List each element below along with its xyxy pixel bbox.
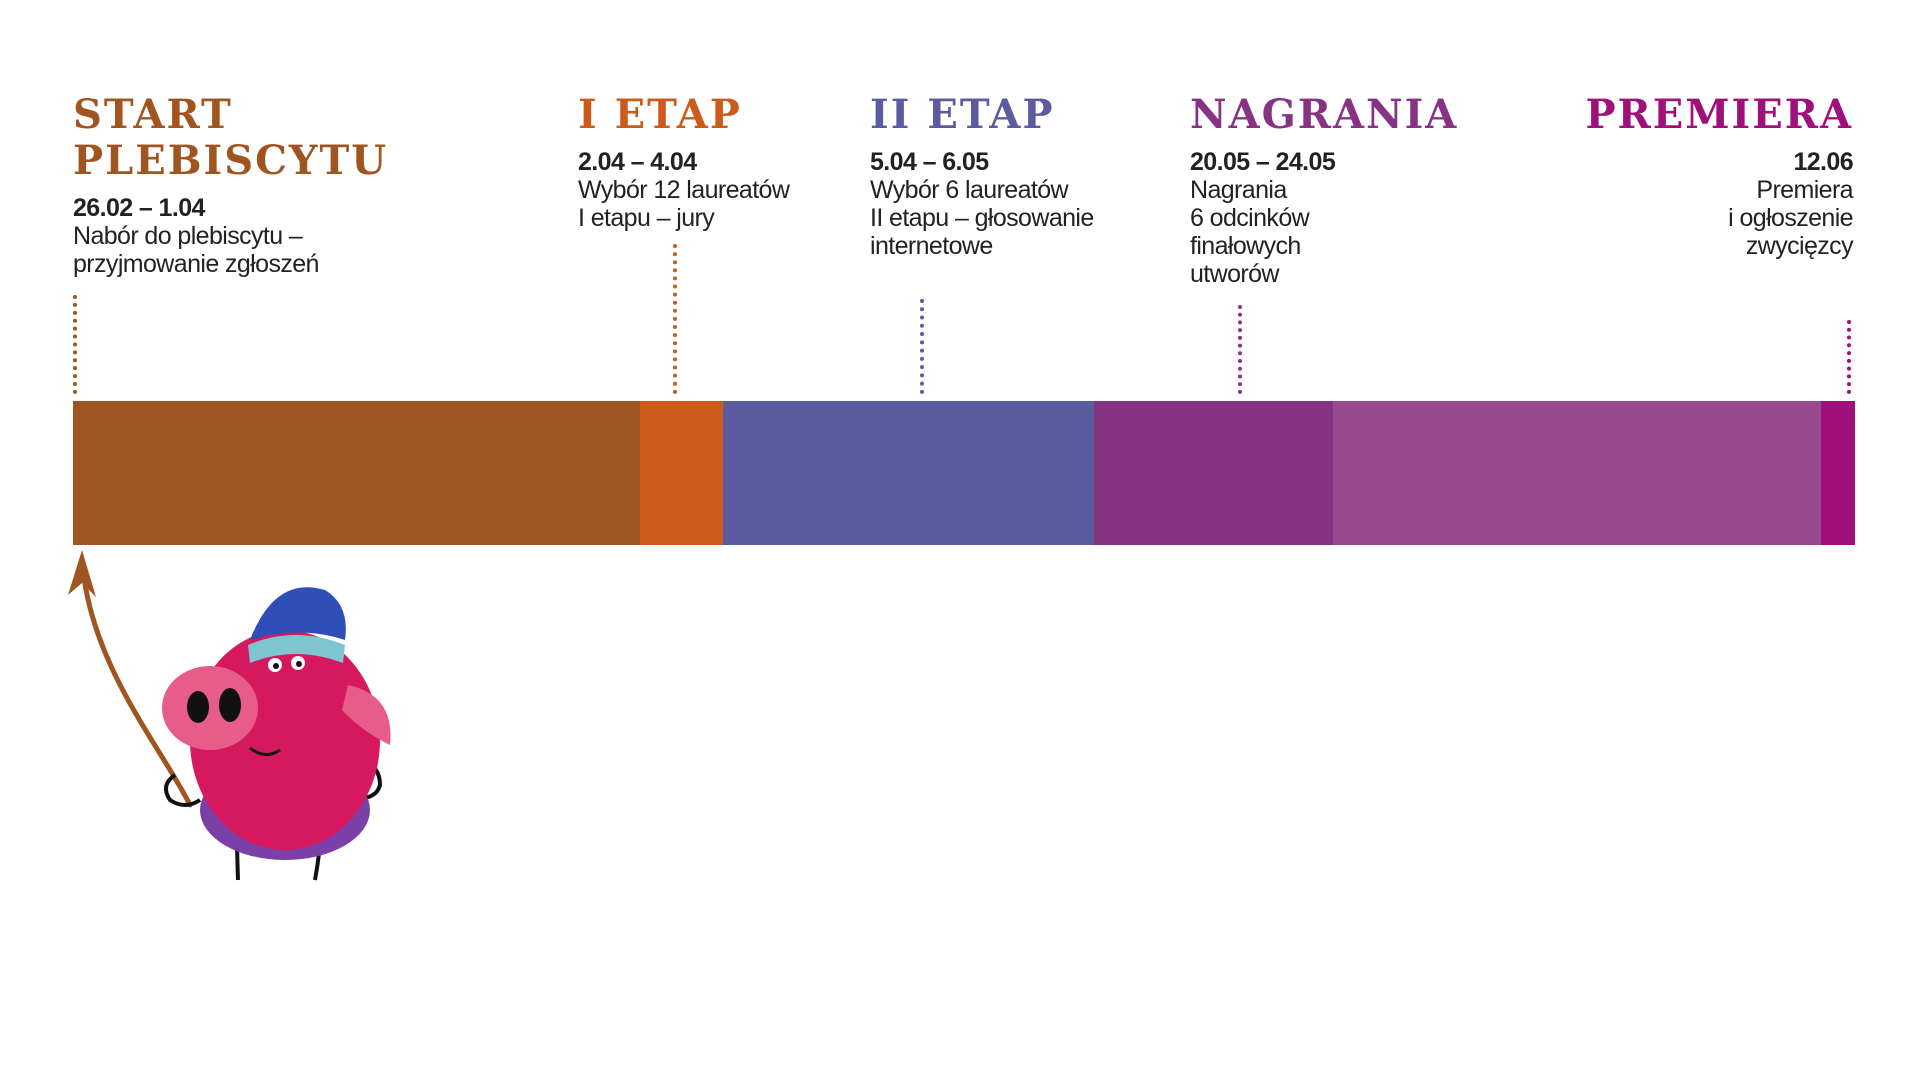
dotted-connector-premiera bbox=[1847, 320, 1851, 394]
timeline-segment-4 bbox=[1094, 401, 1333, 545]
desc-line: Nagrania bbox=[1190, 176, 1287, 204]
desc-line: finałowych bbox=[1190, 232, 1301, 260]
desc-line: internetowe bbox=[870, 232, 993, 260]
desc-line: i ogłoszenie bbox=[1728, 204, 1853, 232]
stage-date: 2.04 – 4.04 bbox=[578, 148, 697, 176]
stage-title: NAGRANIA bbox=[1190, 92, 1458, 138]
title-line: I ETAP bbox=[578, 91, 742, 138]
dotted-connector-ii-etap bbox=[920, 299, 924, 394]
stage-date: 12.06 bbox=[1793, 148, 1853, 176]
dotted-connector-start bbox=[73, 295, 77, 394]
desc-line: Nabór do plebiscytu – bbox=[73, 222, 303, 250]
stage-description: Wybór 6 laureatów II etapu – głosowanie … bbox=[870, 176, 1094, 260]
stage-title: START PLEBISCYTU bbox=[73, 92, 388, 184]
pig-mascot bbox=[68, 550, 391, 881]
stage-date: 5.04 – 6.05 bbox=[870, 148, 989, 176]
desc-line: I etapu – jury bbox=[578, 204, 715, 232]
timeline-segment-3 bbox=[723, 401, 1094, 545]
desc-line: Wybór 12 laureatów bbox=[578, 176, 790, 204]
title-line: START bbox=[73, 91, 233, 138]
stage-title: I ETAP bbox=[578, 92, 789, 138]
stage-description: Wybór 12 laureatów I etapu – jury bbox=[578, 176, 790, 232]
timeline-segment-6 bbox=[1821, 401, 1855, 545]
desc-line: zwycięzcy bbox=[1745, 232, 1854, 260]
stage-i-etap: I ETAP 2.04 – 4.04 Wybór 12 laureatów I … bbox=[578, 92, 790, 233]
desc-line: Premiera bbox=[1756, 176, 1853, 204]
timeline-segment-2 bbox=[640, 401, 723, 545]
stage-date: 26.02 – 1.04 bbox=[73, 194, 205, 222]
desc-line: przyjmowanie zgłoszeń bbox=[73, 250, 319, 278]
title-line: PLEBISCYTU bbox=[73, 137, 389, 184]
title-line: II ETAP bbox=[870, 91, 1055, 138]
stage-premiera: PREMIERA 12.06 Premiera i ogłoszenie zwy… bbox=[1585, 92, 1853, 261]
stage-ii-etap: II ETAP 5.04 – 6.05 Wybór 6 laureatów II… bbox=[870, 92, 1094, 261]
desc-line: II etapu – głosowanie bbox=[870, 204, 1094, 232]
desc-line: 6 odcinków bbox=[1190, 204, 1310, 232]
stage-start: START PLEBISCYTU 26.02 – 1.04 Nabór do p… bbox=[73, 92, 388, 279]
title-line: PREMIERA bbox=[1585, 91, 1853, 138]
timeline-segment-5 bbox=[1333, 401, 1821, 545]
timeline-segment-1 bbox=[73, 401, 640, 545]
dotted-connector-nagrania bbox=[1238, 305, 1242, 394]
stage-description: Nagrania 6 odcinków finałowych utworów bbox=[1190, 176, 1458, 288]
title-line: NAGRANIA bbox=[1190, 91, 1459, 138]
stage-title: II ETAP bbox=[870, 92, 1094, 138]
desc-line: Wybór 6 laureatów bbox=[870, 176, 1069, 204]
dotted-connector-i-etap bbox=[673, 244, 677, 394]
stage-date: 20.05 – 24.05 bbox=[1190, 148, 1336, 176]
stage-title: PREMIERA bbox=[1585, 92, 1853, 138]
stage-description: Premiera i ogłoszenie zwycięzcy bbox=[1585, 176, 1853, 260]
arrow-icon bbox=[79, 557, 193, 808]
stage-nagrania: NAGRANIA 20.05 – 24.05 Nagrania 6 odcink… bbox=[1190, 92, 1458, 289]
stage-description: Nabór do plebiscytu – przyjmowanie zgłos… bbox=[73, 222, 388, 278]
timeline-bar bbox=[73, 401, 1855, 545]
desc-line: utworów bbox=[1190, 260, 1280, 288]
